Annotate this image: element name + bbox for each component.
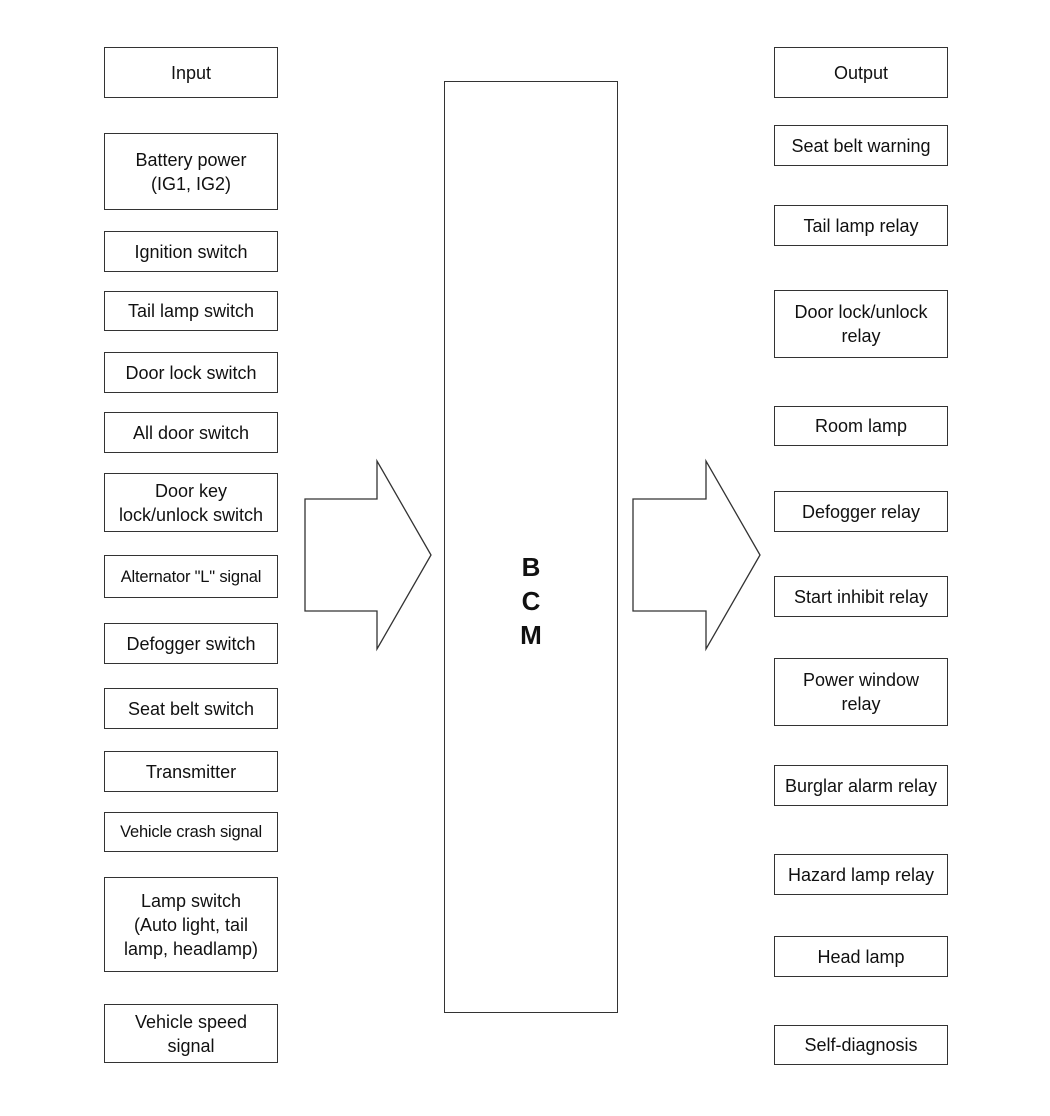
bcm-label: B C M: [445, 550, 617, 652]
input-ignition-switch: Ignition switch: [104, 231, 278, 272]
output-seat-belt-warning: Seat belt warning: [774, 125, 948, 166]
input-flow-arrow: [304, 458, 432, 652]
input-vehicle-speed-signal-line-2: signal: [167, 1035, 215, 1056]
input-door-key-switch-line-1: Door key: [154, 480, 228, 501]
input-battery-power-line-1: Battery power: [135, 149, 247, 170]
input-vehicle-crash-signal-label: Vehicle crash signal: [120, 823, 262, 841]
input-alternator-signal-label: Alternator "L" signal: [120, 567, 262, 586]
output-seat-belt-warning-label: Seat belt warning: [791, 135, 931, 156]
input-tail-lamp-switch: Tail lamp switch: [104, 291, 278, 331]
input-tail-lamp-switch-label: Tail lamp switch: [127, 301, 255, 321]
input-lamp-switch: Lamp switch (Auto light, tail lamp, headla…: [104, 877, 278, 972]
input-ignition-switch-label: Ignition switch: [134, 241, 248, 262]
input-header: Input: [104, 47, 278, 98]
input-alternator-signal: Alternator "L" signal: [104, 555, 278, 598]
output-flow-arrow: [632, 458, 761, 652]
output-head-lamp: Head lamp: [774, 936, 948, 977]
output-header-label: Output: [833, 62, 889, 83]
input-door-lock-switch: Door lock switch: [104, 352, 278, 393]
input-seat-belt-switch: Seat belt switch: [104, 688, 278, 729]
input-door-key-switch: Door key lock/unlock switch: [104, 473, 278, 532]
input-all-door-switch-label: All door switch: [132, 422, 250, 443]
output-power-window-relay-line-1: Power window: [802, 670, 920, 690]
output-start-inhibit-relay: Start inhibit relay: [774, 576, 948, 617]
output-self-diagnosis-label: Self-diagnosis: [804, 1035, 918, 1055]
output-door-lock-relay-line-2: relay: [841, 326, 881, 346]
input-door-key-switch-line-2: lock/unlock switch: [118, 504, 264, 525]
input-battery-power-line-2: (IG1, IG2): [150, 173, 231, 194]
output-burglar-alarm-relay: Burglar alarm relay: [774, 765, 948, 806]
bcm-letter-c: C: [521, 586, 541, 616]
input-lamp-switch-line-1: Lamp switch: [140, 890, 242, 911]
output-door-lock-relay: Door lock/unlock relay: [774, 290, 948, 358]
input-vehicle-speed-signal-line-1: Vehicle speed: [134, 1011, 248, 1032]
input-header-label: Input: [170, 62, 212, 83]
output-defogger-relay-label: Defogger relay: [801, 501, 921, 522]
input-vehicle-crash-signal: Vehicle crash signal: [104, 812, 278, 852]
input-lamp-switch-line-3: lamp, headlamp): [123, 938, 259, 959]
output-room-lamp: Room lamp: [774, 406, 948, 446]
input-battery-power: Battery power (IG1, IG2): [104, 133, 278, 210]
bcm-module-block: B C M: [444, 81, 618, 1013]
output-power-window-relay: Power window relay: [774, 658, 948, 726]
output-room-lamp-label: Room lamp: [814, 416, 908, 436]
input-transmitter-label: Transmitter: [145, 761, 237, 782]
output-defogger-relay: Defogger relay: [774, 491, 948, 532]
input-defogger-switch-label: Defogger switch: [126, 633, 256, 654]
output-head-lamp-label: Head lamp: [817, 946, 905, 967]
input-transmitter: Transmitter: [104, 751, 278, 792]
output-hazard-lamp-relay-label: Hazard lamp relay: [787, 864, 935, 885]
output-self-diagnosis: Self-diagnosis: [774, 1025, 948, 1065]
bcm-letter-b: B: [521, 552, 541, 582]
output-power-window-relay-line-2: relay: [841, 694, 881, 714]
output-tail-lamp-relay-label: Tail lamp relay: [803, 215, 919, 236]
output-header: Output: [774, 47, 948, 98]
output-door-lock-relay-line-1: Door lock/unlock: [794, 302, 928, 322]
output-burglar-alarm-relay-label: Burglar alarm relay: [784, 775, 938, 796]
input-vehicle-speed-signal: Vehicle speed signal: [104, 1004, 278, 1063]
output-hazard-lamp-relay: Hazard lamp relay: [774, 854, 948, 895]
output-start-inhibit-relay-label: Start inhibit relay: [793, 586, 929, 607]
bcm-letter-m: M: [520, 620, 542, 650]
input-seat-belt-switch-label: Seat belt switch: [127, 698, 255, 719]
input-lamp-switch-line-2: (Auto light, tail: [133, 914, 249, 935]
input-door-lock-switch-label: Door lock switch: [125, 362, 257, 383]
input-defogger-switch: Defogger switch: [104, 623, 278, 664]
input-all-door-switch: All door switch: [104, 412, 278, 453]
output-tail-lamp-relay: Tail lamp relay: [774, 205, 948, 246]
